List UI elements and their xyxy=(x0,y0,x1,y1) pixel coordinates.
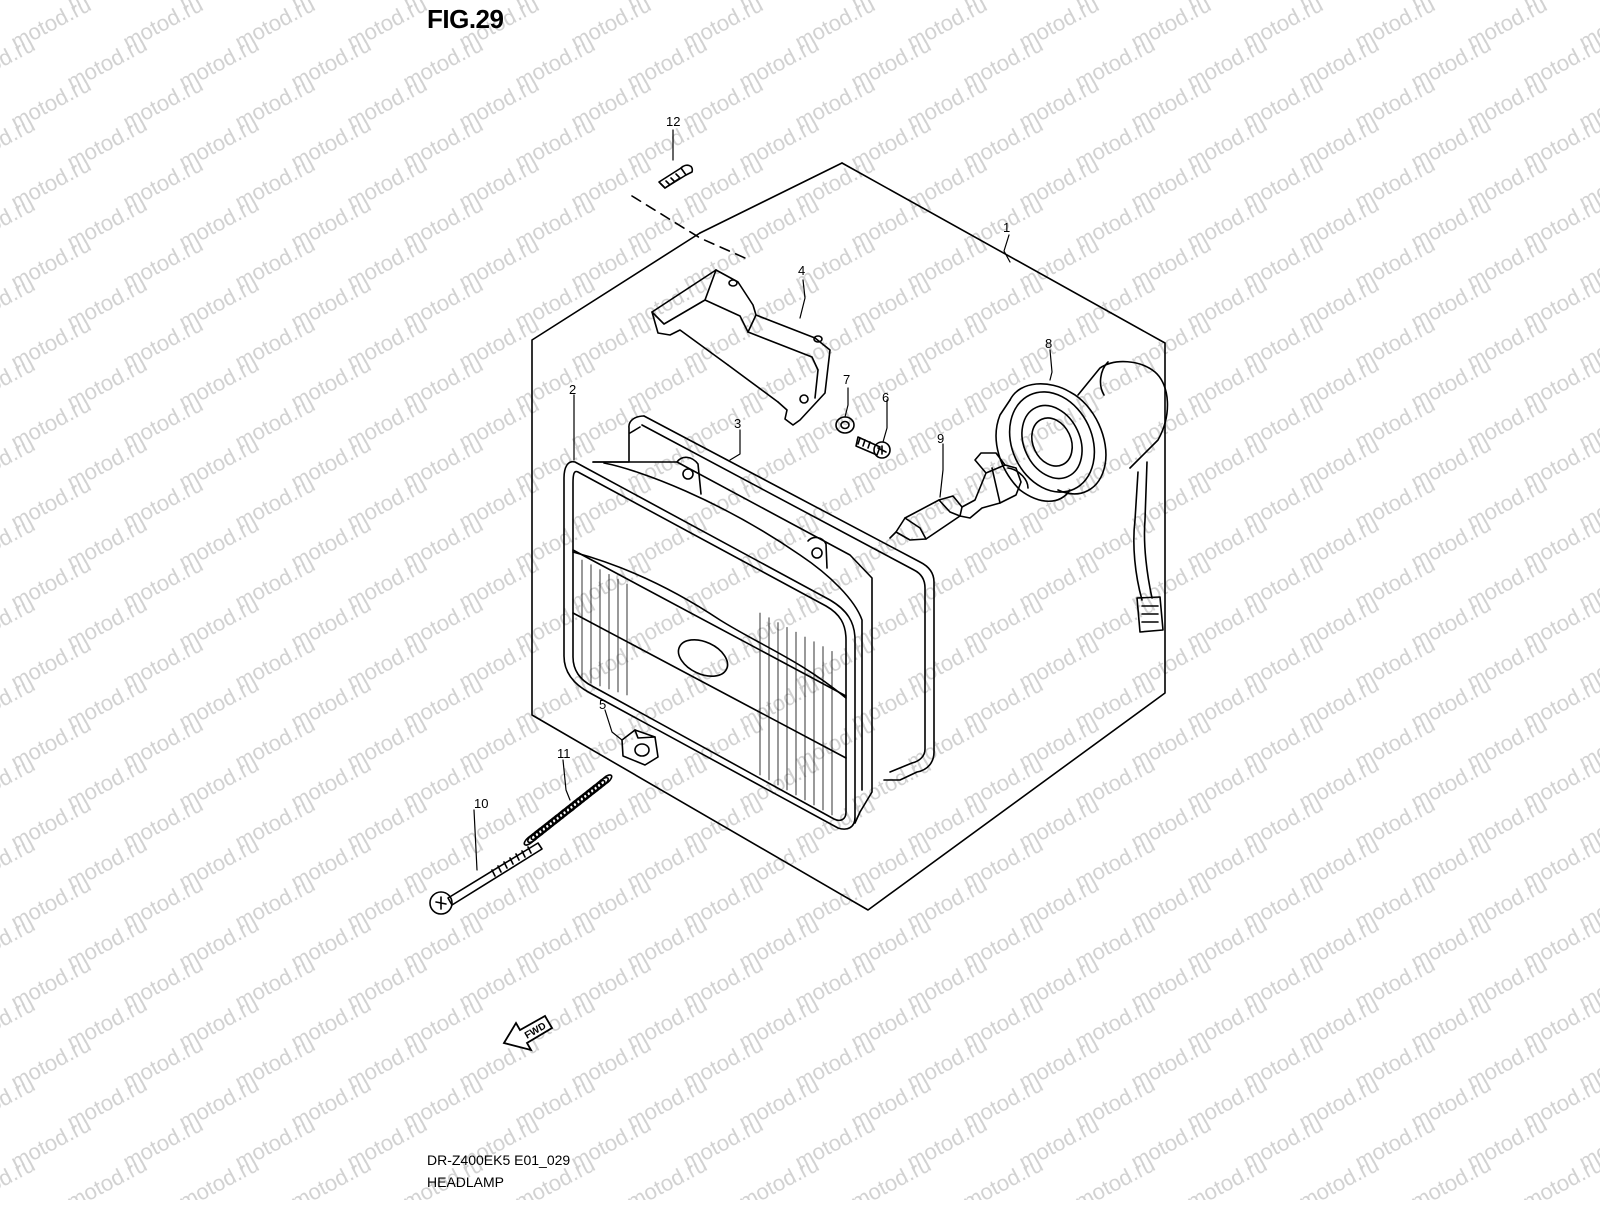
watermark-text: motod.ru xyxy=(119,1192,207,1200)
leader-lines xyxy=(473,129,1053,871)
watermark-text: motod.ru xyxy=(623,1152,711,1200)
part-label-7: 7 xyxy=(843,372,850,387)
socket-8-drawing xyxy=(995,360,1169,633)
part-label-8: 8 xyxy=(1045,336,1052,351)
watermark-text: motod.ru xyxy=(1519,1152,1600,1200)
figure-title: FIG.29 xyxy=(427,4,504,34)
watermark-text: motod.ru xyxy=(0,0,39,14)
part-label-6: 6 xyxy=(882,390,889,405)
part-label-12: 12 xyxy=(666,114,680,129)
part-label-9: 9 xyxy=(937,431,944,446)
watermark-text: motod.ru xyxy=(343,1192,431,1200)
watermark-text: motod.ru xyxy=(847,1152,935,1200)
rim-3-drawing xyxy=(592,415,935,781)
screw-12-drawing xyxy=(658,164,694,189)
watermark-text: motod.ru xyxy=(1183,1152,1271,1200)
spring-11-drawing xyxy=(523,774,613,846)
watermark-text: motod.ru xyxy=(1071,1152,1159,1200)
part-label-11: 11 xyxy=(557,746,571,761)
part-label-2: 2 xyxy=(569,382,576,397)
bulb-9-drawing xyxy=(889,452,1029,541)
watermark-text: motod.ru xyxy=(7,1192,95,1200)
part-label-5: 5 xyxy=(599,697,606,712)
watermark-text: motod.ru xyxy=(679,1192,767,1200)
watermark-text: motod.ru xyxy=(1015,1192,1103,1200)
assembly-box-top-left-edge xyxy=(699,162,843,234)
watermark-text: motod.ru xyxy=(63,1152,151,1200)
watermark-text: motod.ru xyxy=(287,1152,375,1200)
screw-12-dash-line xyxy=(631,195,746,259)
watermark-text: motod.ru xyxy=(175,1152,263,1200)
watermark-text: motod.ru xyxy=(1239,1192,1327,1200)
watermark-text: motod.ru xyxy=(1295,1152,1383,1200)
screw-6-drawing xyxy=(855,436,891,459)
bracket-4-drawing xyxy=(651,269,831,426)
spring-coil xyxy=(599,774,613,786)
headlamp-lens-ribs xyxy=(581,559,833,816)
part-labels: 1 2 3 4 5 6 7 8 9 10 11 12 xyxy=(474,114,1052,811)
watermark-text: motod.ru xyxy=(959,1152,1047,1200)
figure-code: DR-Z400EK5 E01_029 xyxy=(427,1152,571,1168)
watermark-text: motod.ru xyxy=(1463,1192,1551,1200)
part-label-1: 1 xyxy=(1003,220,1010,235)
adjuster-nut-5-drawing xyxy=(621,729,659,766)
assembly-box-outline xyxy=(531,162,1166,911)
watermark-text: motod.ru xyxy=(1575,1192,1600,1200)
part-label-4: 4 xyxy=(798,263,805,278)
screw-10-drawing xyxy=(429,842,543,915)
watermark-text: motod.ru xyxy=(231,1192,319,1200)
watermark-text: motod.ru xyxy=(735,1152,823,1200)
part-label-3: 3 xyxy=(734,416,741,431)
watermark-text: motod.ru xyxy=(791,1192,879,1200)
watermark-text: motod.ru xyxy=(1407,1152,1495,1200)
figure-name: HEADLAMP xyxy=(427,1174,505,1190)
watermark-text: motod.ru xyxy=(455,1192,543,1200)
fwd-arrow: FWD xyxy=(502,1014,554,1052)
watermark-text: motod.ru xyxy=(1127,1192,1215,1200)
watermark-text: motod.ru xyxy=(903,1192,991,1200)
watermark-text: motod.ru xyxy=(567,1192,655,1200)
part-label-10: 10 xyxy=(474,796,488,811)
watermark-text: motod.ru xyxy=(1351,1192,1439,1200)
headlamp-unit-2-drawing xyxy=(563,456,873,830)
